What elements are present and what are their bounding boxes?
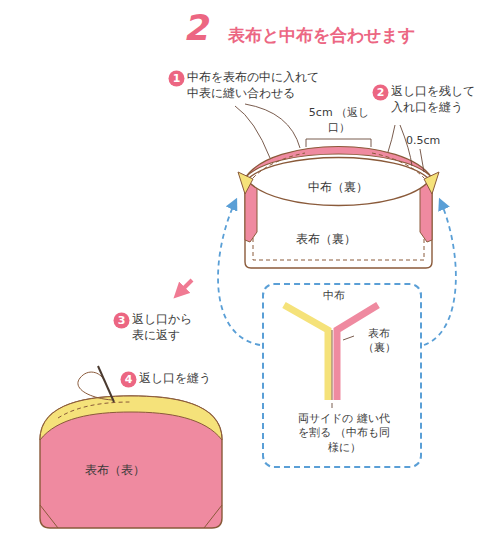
callout-number: 3 [113, 312, 130, 329]
leader-line [343, 336, 354, 340]
lining-strip [284, 305, 328, 400]
callout-number: 2 [372, 84, 389, 101]
detail-box: 中布表布 （裏） 両サイドの 縫い代を割る （中布も同様に） [262, 283, 422, 468]
leader-line [245, 104, 300, 148]
label: 5cm （返し口） [306, 106, 372, 136]
step-arrow [178, 280, 192, 294]
leader-line [420, 149, 424, 172]
callout-circle-fill [373, 85, 389, 101]
topstitch [58, 402, 131, 418]
leader-line [235, 106, 270, 158]
label: 表布（表） [70, 462, 160, 478]
callout-circle: 2 [372, 84, 389, 101]
seam-line [332, 330, 333, 400]
callout-circle-fill [169, 71, 185, 87]
leader-line [388, 125, 395, 152]
callout-number: 1 [168, 70, 185, 87]
callout-circle-fill [121, 372, 137, 388]
detail-label: 中布 [314, 289, 354, 303]
step-number: 2 [186, 10, 226, 46]
callout-circle: 1 [168, 70, 185, 87]
needle [98, 366, 114, 402]
label: 中布（裏） [298, 179, 378, 195]
bag-corner-fold [40, 505, 222, 528]
finished-bag [40, 396, 222, 528]
detail-label: 両サイドの 縫い代を割る （中布も同様に） [294, 412, 394, 455]
label: 返し口から 表に返す [132, 311, 196, 343]
label: 中布を表布の中に入れて 中表に縫い合わせる [187, 69, 323, 101]
rim-stitch-left [253, 153, 305, 178]
detail-label: 表布 （裏） [359, 327, 399, 356]
seam-allowance-left [238, 172, 253, 194]
label: 返し口を縫う [139, 370, 229, 386]
callout-circle-fill [114, 313, 130, 329]
callout-circle: 4 [120, 371, 137, 388]
rim-stitch-right [372, 153, 424, 178]
leader-line [332, 403, 333, 408]
seam-allowance-right [424, 172, 439, 194]
lining-opening [247, 158, 430, 206]
label: 表布（裏） [286, 231, 366, 247]
detail-arrow [218, 200, 260, 345]
opening-bracket [306, 139, 371, 147]
lining-edge-band [40, 396, 222, 440]
callout-circle: 3 [113, 312, 130, 329]
label: 返し口を残して 入れ口を縫う [391, 83, 479, 115]
callout-number: 4 [120, 371, 137, 388]
step-title: 表布と中布を合わせます [228, 24, 415, 47]
detail-arrow [424, 200, 456, 345]
label: 0.5cm [406, 134, 452, 149]
